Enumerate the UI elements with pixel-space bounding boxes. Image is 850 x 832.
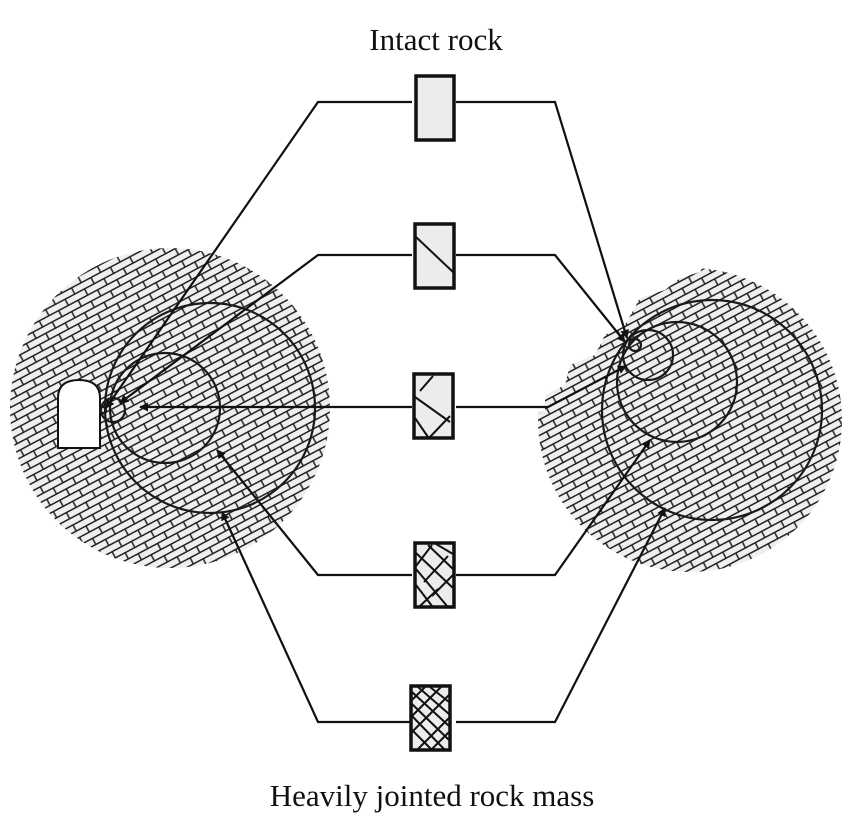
sample-rock-mass [409, 684, 452, 752]
connector-rock-mass-to-tunnel [220, 511, 412, 724]
label-intact-rock: Intact rock [369, 22, 503, 57]
right-large-scale-circle [600, 298, 824, 522]
sample-several-discontinuities [413, 541, 456, 609]
joint-lines [411, 686, 450, 750]
sample-single-discontinuity [413, 222, 456, 290]
connector-rock-mass-to-slope [456, 507, 666, 724]
sample-two-discontinuities [412, 372, 455, 440]
joint-line [415, 236, 454, 273]
tunnel-opening-icon [57, 378, 101, 449]
right-small-scale-circle [621, 328, 675, 382]
right-scene-slope [538, 268, 842, 572]
connector-several-joints-to-slope [456, 439, 651, 577]
sample-box-two-joints [412, 372, 455, 440]
right-medium-scale-circle [615, 320, 739, 444]
sample-intact [414, 74, 456, 142]
sample-box-single-joint [413, 222, 456, 290]
connector-intact-to-slope [456, 100, 629, 339]
connectors [105, 100, 666, 724]
left-point-scale-circle [98, 405, 108, 415]
connector-intact-to-tunnel [105, 100, 412, 409]
connector-single-joint-to-tunnel [119, 253, 412, 404]
connector-two-joints-to-slope [456, 365, 627, 409]
right-rock-mass-disc [538, 268, 842, 572]
right-point-scale-circle [627, 337, 643, 353]
label-heavily-jointed-rock-mass: Heavily jointed rock mass [270, 778, 595, 813]
sample-box-intact [414, 74, 456, 142]
joint-lines [414, 375, 451, 438]
connector-single-joint-to-slope [456, 253, 626, 343]
joint-lines [415, 543, 454, 607]
connector-several-joints-to-tunnel [216, 449, 412, 577]
